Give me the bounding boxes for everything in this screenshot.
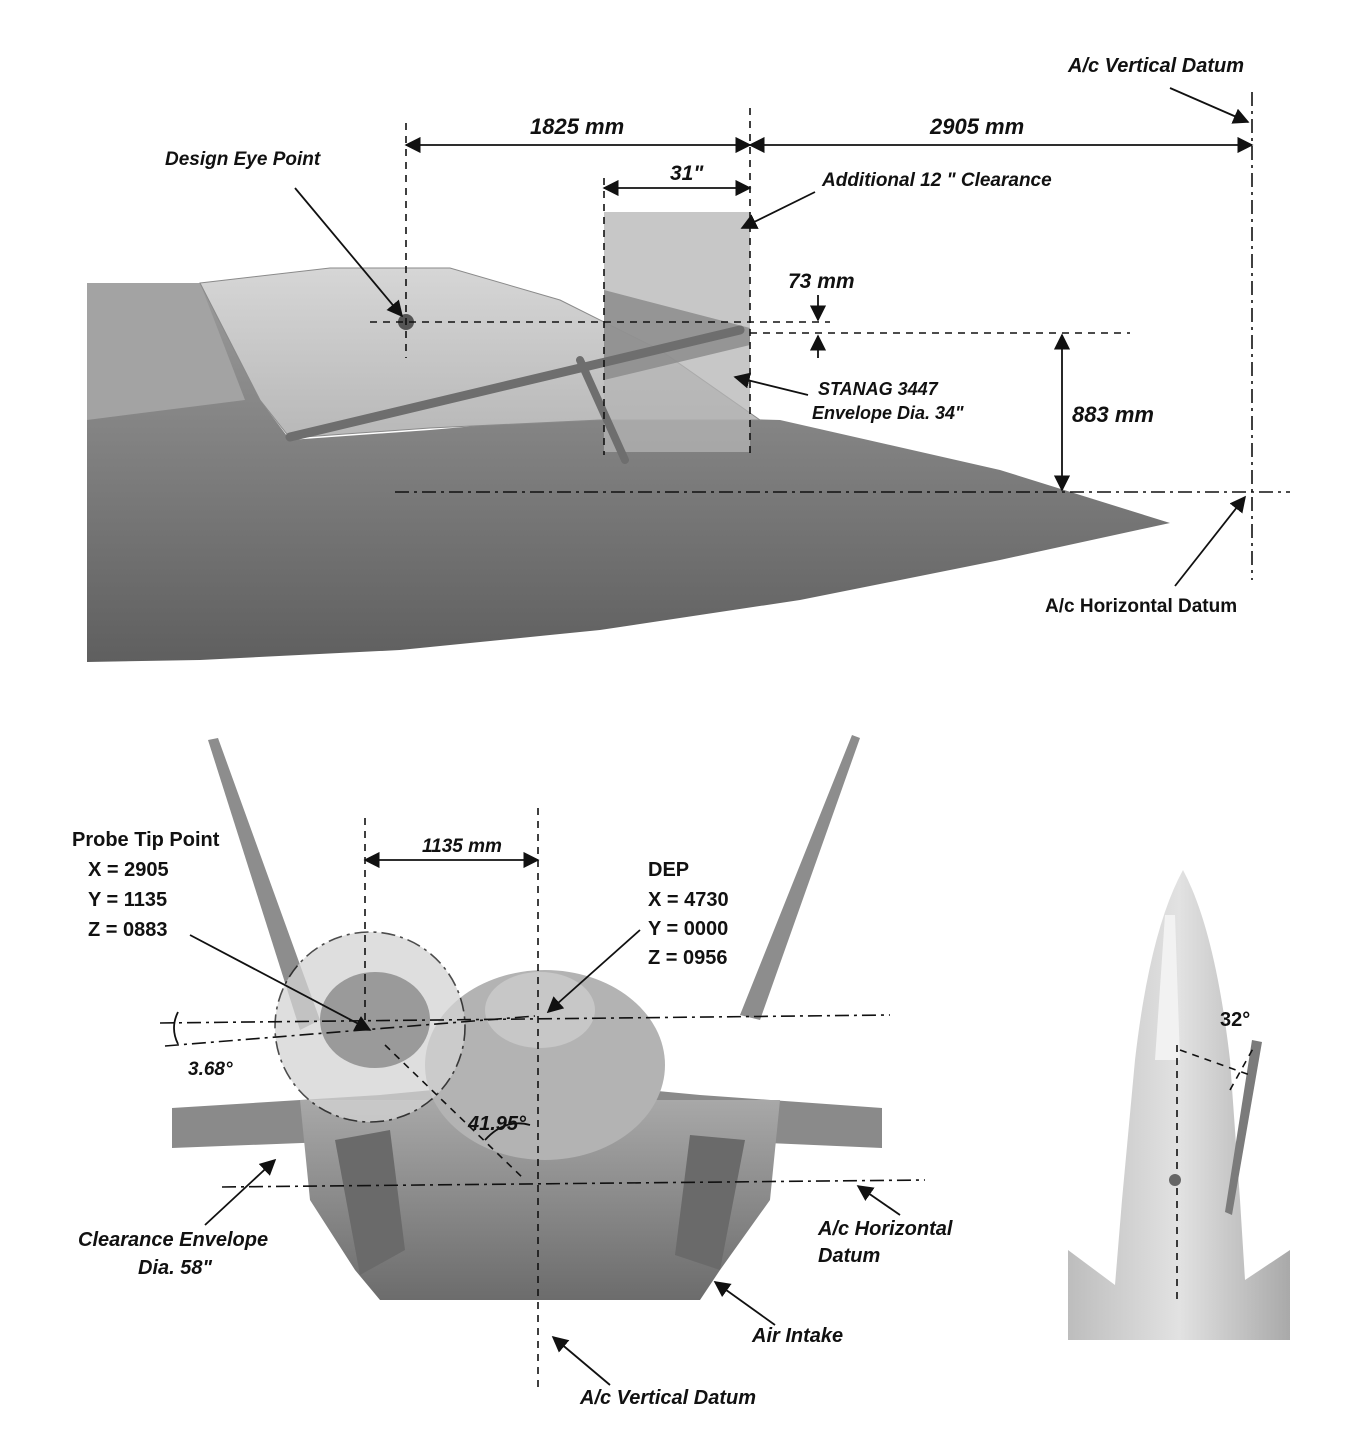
- horizontal-datum-leader: [856, 1185, 901, 1216]
- air-intake-left: [335, 1130, 405, 1275]
- design-eye-leader: [294, 187, 404, 318]
- dep-leader: [546, 929, 641, 1014]
- dep-title: DEP: [648, 859, 689, 881]
- front-horizontal-datum-line: [221, 1179, 926, 1188]
- probe-tip-x: X = 2905: [88, 859, 169, 881]
- front-horizontal-datum-line2: Datum: [818, 1245, 880, 1267]
- dep-y: Y = 0000: [648, 918, 728, 940]
- side-view: A/c Vertical Datum 1825 mm 2905 mm Desig…: [87, 55, 1290, 662]
- dep-z: Z = 0956: [648, 947, 728, 969]
- top-probe-tip-marker: [1169, 1174, 1181, 1186]
- right-vertical-tail: [740, 735, 860, 1020]
- air-intake-leader: [713, 1281, 776, 1326]
- air-intake-label: Air Intake: [751, 1325, 843, 1347]
- left-vertical-tail: [208, 738, 320, 1030]
- additional-clearance-leader: [740, 191, 816, 229]
- front-horizontal-datum-line1: A/c Horizontal: [817, 1218, 953, 1240]
- probe-tip-z: Z = 0883: [88, 919, 168, 941]
- horizontal-datum-leader: [1174, 495, 1247, 587]
- dim-1135-label: 1135 mm: [422, 836, 502, 857]
- probe-tip-leader: [189, 934, 372, 1031]
- clearance-envelope-leader: [204, 1158, 277, 1226]
- dim-73-label: 73 mm: [788, 270, 855, 293]
- stanag-label-line2: Envelope Dia. 34": [812, 403, 964, 423]
- front-canopy-top: [485, 972, 595, 1048]
- angle-4195-arc: [484, 1122, 531, 1141]
- probe-housing: [320, 972, 430, 1068]
- design-eye-point-label: Design Eye Point: [165, 149, 321, 170]
- side-spine: [87, 283, 245, 420]
- refuelling-probe: [285, 325, 745, 442]
- front-fuselage: [300, 1100, 780, 1300]
- side-fuselage: [87, 283, 1170, 662]
- probe-strut: [576, 356, 629, 464]
- dep-x: X = 4730: [648, 889, 729, 911]
- probe-tip-y: Y = 1135: [88, 889, 167, 911]
- top-canopy-slot: [1155, 915, 1180, 1060]
- angle-4195-label: 41.95°: [467, 1113, 527, 1135]
- angle-4195-line: [384, 1044, 526, 1181]
- stanag-leader: [733, 372, 809, 396]
- additional-clearance-label: Additional 12 " Clearance: [821, 170, 1052, 191]
- vertical-datum-leader: [1169, 87, 1250, 124]
- top-probe: [1225, 1040, 1262, 1215]
- probe-tip-title: Probe Tip Point: [72, 829, 220, 851]
- top-view: 32°: [1068, 870, 1290, 1340]
- dim-1825-label: 1825 mm: [530, 114, 624, 139]
- dep-horizontal-line: [159, 1014, 891, 1024]
- dim-2905-label: 2905 mm: [929, 114, 1024, 139]
- air-intake-right: [675, 1135, 745, 1270]
- vertical-datum-label: A/c Vertical Datum: [1067, 55, 1244, 77]
- angle-32-label: 32°: [1220, 1009, 1250, 1031]
- front-vertical-datum-label: A/c Vertical Datum: [579, 1387, 756, 1409]
- clearance-envelope-label-line2: Dia. 58": [138, 1257, 212, 1279]
- clearance-envelope-label-line1: Clearance Envelope: [78, 1229, 268, 1251]
- horizontal-datum-label: A/c Horizontal Datum: [1045, 596, 1237, 617]
- vertical-datum-leader: [551, 1335, 611, 1386]
- front-view: Probe Tip Point X = 2905 Y = 1135 Z = 08…: [72, 735, 953, 1409]
- probe-angle-line: [164, 1015, 536, 1047]
- dim-883-label: 883 mm: [1072, 402, 1154, 427]
- stanag-label-line1: STANAG 3447: [818, 379, 939, 399]
- angle-368-label: 3.68°: [188, 1059, 233, 1080]
- top-fuselage: [1068, 870, 1290, 1340]
- dim-31in-label: 31": [670, 162, 704, 185]
- angle-368-arc: [173, 1011, 179, 1045]
- top-angle-line-2: [1229, 1044, 1256, 1091]
